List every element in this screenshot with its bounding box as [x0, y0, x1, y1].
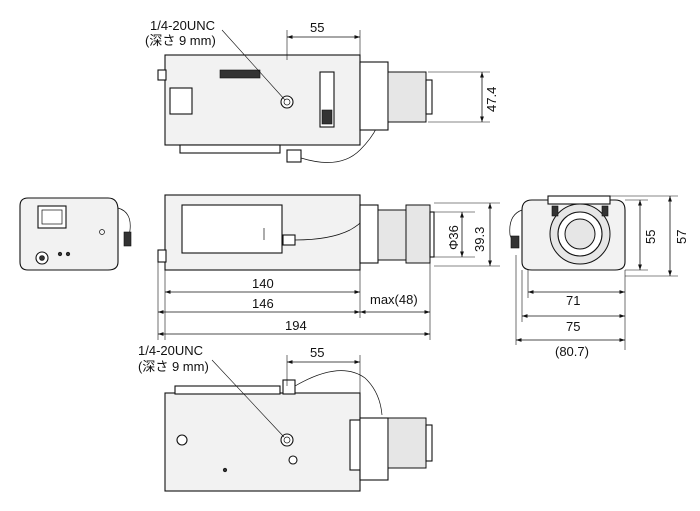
front-57-label: 57 [674, 230, 689, 244]
top-view-mount-hole-inner [283, 98, 291, 106]
top-depth-label: (深さ 9 mm) [145, 33, 216, 48]
bottom-view-dot [222, 467, 228, 473]
top-view-lens [387, 71, 427, 123]
side-dia-label: Φ36 [446, 225, 461, 250]
bottom-view-mount-hole-inner [283, 436, 291, 444]
rear-view-terminal-inner [41, 209, 63, 225]
top-view-label-plate [169, 87, 193, 115]
top-view-tab [157, 69, 167, 81]
top-view-rail [179, 144, 281, 154]
front-view-top-mount [547, 195, 611, 205]
top-view-slot [219, 69, 261, 79]
front-55-label: 55 [643, 230, 658, 244]
rear-view-connector-pin [39, 255, 45, 261]
bottom-view-housing [164, 392, 361, 492]
top-view-vent-dark [321, 109, 333, 125]
front-807-label: (80.7) [555, 344, 589, 359]
top-474-label: 47.4 [484, 87, 499, 112]
side-194-label: 194 [285, 318, 307, 333]
bottom-view-hole-right [288, 455, 298, 465]
side-max-label: max(48) [370, 292, 418, 307]
bottom-view-rail [174, 385, 281, 395]
top-view: 1/4-20UNC (深さ 9 mm) 55 47.4 [145, 18, 499, 163]
rear-view-cable-plug [123, 231, 132, 247]
rear-view-screw [99, 229, 105, 235]
rear-view-indicator-1 [57, 251, 63, 257]
front-view-knob-left [551, 205, 559, 217]
bottom-thread-leader [211, 359, 285, 438]
front-view-knob-right [601, 205, 609, 217]
front-view: 55 57 71 75 (80.7) [509, 195, 689, 359]
side-view-lens-ring [377, 209, 407, 261]
side-view-lens-mount [359, 204, 379, 264]
front-view-lens-inner [564, 218, 596, 250]
bottom-view-lens [387, 417, 427, 469]
top-55-label: 55 [310, 20, 324, 35]
bottom-view-cable [294, 370, 383, 416]
bottom-55-label: 55 [310, 345, 324, 360]
side-140-label: 140 [252, 276, 274, 291]
side-146-label: 146 [252, 296, 274, 311]
rear-view [19, 197, 132, 271]
side-393-label: 39.3 [472, 227, 487, 252]
bottom-view-lens-front [425, 424, 433, 462]
bottom-view: 1/4-20UNC (深さ 9 mm) 55 [138, 343, 433, 492]
rear-view-cable [117, 207, 131, 245]
bottom-view-hole-left [176, 434, 188, 446]
side-view-tab [157, 249, 167, 263]
top-view-connector [286, 149, 302, 163]
top-thread-leader [221, 29, 286, 101]
bottom-depth-label: (深さ 9 mm) [138, 359, 209, 374]
bottom-thread-label: 1/4-20UNC [138, 343, 203, 358]
side-view: Φ36 39.3 140 146 max(48) 194 [157, 194, 500, 340]
top-view-lens-mount [359, 61, 389, 131]
side-view-connector [282, 234, 296, 246]
rear-view-indicator-2 [65, 251, 71, 257]
rear-view-terminal [37, 205, 67, 229]
bottom-view-lens-mount [359, 417, 389, 481]
front-71-label: 71 [566, 293, 580, 308]
front-view-cable-plug [510, 235, 520, 249]
side-view-lens-front [429, 211, 435, 258]
top-view-lens-front [425, 79, 433, 115]
top-thread-label: 1/4-20UNC [150, 18, 215, 33]
bottom-view-connector [282, 379, 296, 395]
side-view-cover [181, 204, 283, 254]
front-75-label: 75 [566, 319, 580, 334]
side-view-lens [405, 204, 431, 264]
front-view-cable [509, 209, 523, 246]
